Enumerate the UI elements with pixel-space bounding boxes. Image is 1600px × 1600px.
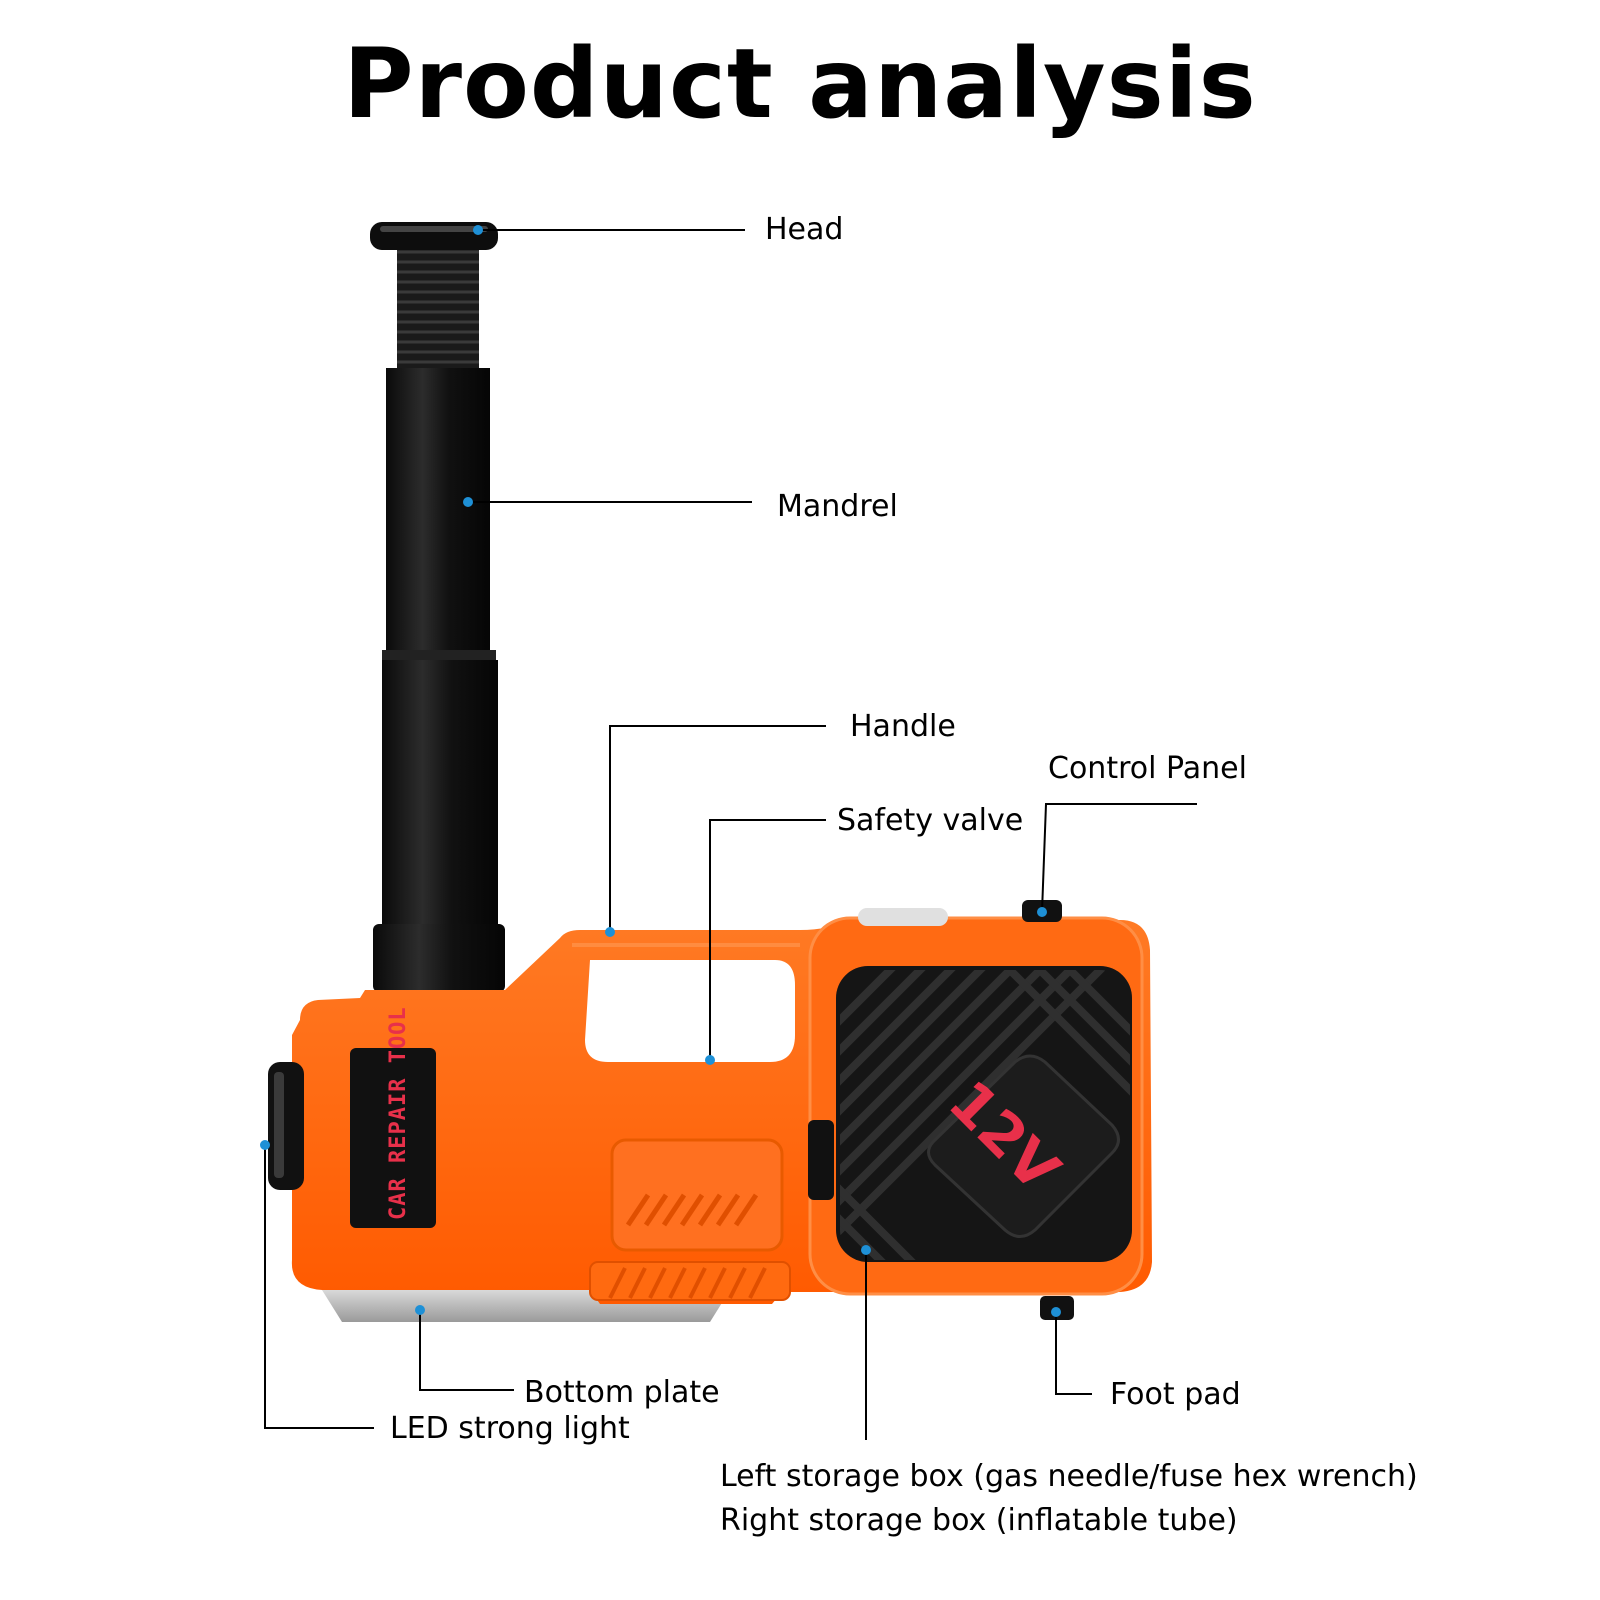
panel-ribs [840,970,1130,1260]
body-panel [610,1138,784,1252]
label-foot-pad: Foot pad [1110,1377,1241,1412]
screw-threads [397,250,479,364]
label-bottom-plate: Bottom plate [524,1375,720,1410]
mandrel [386,368,490,658]
leader-lines [264,229,1197,1440]
label-storage-left: Left storage box (gas needle/fuse hex wr… [720,1459,1418,1494]
label-handle: Handle [850,709,956,744]
page-title: Product analysis [343,28,1257,140]
handle-opening [585,960,795,1062]
label-head: Head [765,212,844,247]
label-safety-valve: Safety valve [837,803,1024,838]
cylinder-collar [373,924,505,992]
led-strong-light [268,1062,304,1190]
label-led-light: LED strong light [390,1411,630,1446]
lower-tube [382,660,498,928]
label-control-panel: Control Panel [1048,751,1247,786]
power-button [927,1054,1120,1238]
label-storage-right: Right storage box (inflatable tube) [720,1503,1238,1538]
jack-head [370,222,498,368]
marker-dots [260,225,1061,1317]
label-mandrel: Mandrel [777,489,898,524]
badge-text: CAR REPAIR TOOL [386,1006,411,1220]
storage-latch [808,1120,834,1200]
badge-plate [350,1048,436,1228]
